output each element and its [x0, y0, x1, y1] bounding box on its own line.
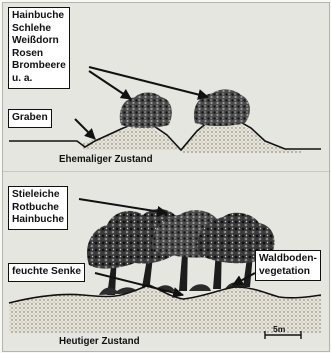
tree-line: Rotbuche	[12, 202, 64, 215]
tree-line: Hainbuche	[12, 214, 64, 227]
tree-species-arrow	[79, 199, 167, 213]
floor-line: vegetation	[259, 266, 317, 279]
forest-floor-vegetation-label: Waldboden- vegetation	[255, 250, 321, 281]
wet-depression-label-text: feuchte Senke	[12, 266, 81, 277]
tree-line: Stieleiche	[12, 189, 64, 202]
former-soil-mound-left	[83, 127, 181, 150]
floor-line: Waldboden-	[259, 253, 317, 266]
ditch-label-text: Graben	[12, 112, 48, 123]
species-line: Hainbuche	[12, 10, 66, 23]
species-line: u. a.	[12, 73, 66, 86]
species-line: Weißdorn	[12, 35, 66, 48]
scale-label: 5m	[273, 324, 285, 334]
ditch-arrow	[75, 119, 95, 139]
species-line: Brombeere	[12, 60, 66, 73]
wet-depression-label: feuchte Senke	[8, 263, 85, 282]
former-species-label: Hainbuche Schlehe Weißdorn Rosen Brombee…	[8, 7, 70, 89]
species-line: Schlehe	[12, 23, 66, 36]
ditch-label: Graben	[8, 109, 52, 128]
species-line: Rosen	[12, 48, 66, 61]
current-state-caption: Heutiger Zustand	[59, 336, 140, 347]
former-state-caption: Ehemaliger Zustand	[59, 154, 153, 165]
tree-species-label: Stieleiche Rotbuche Hainbuche	[8, 186, 68, 230]
